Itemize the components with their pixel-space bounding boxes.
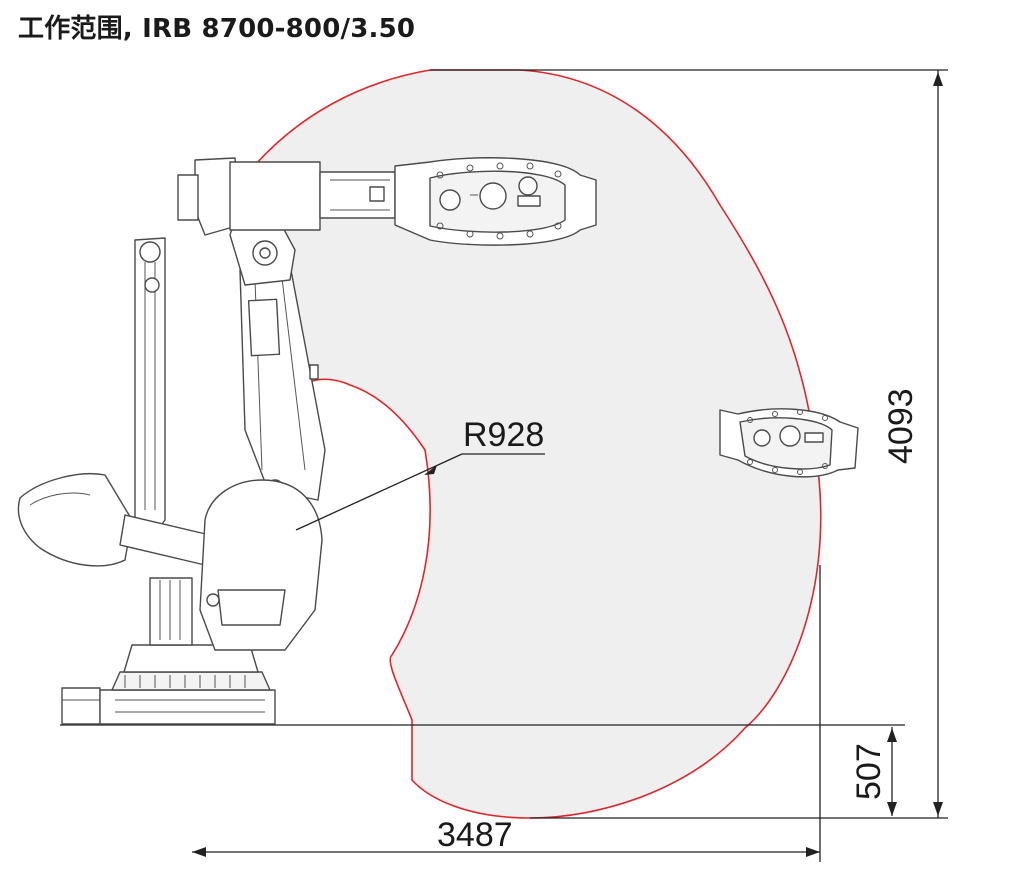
page-title: 工作范围, IRB 8700-800/3.50: [18, 14, 416, 44]
reach-dimension: [192, 565, 821, 862]
radius-label: R928: [463, 416, 544, 454]
height-label: 4093: [882, 388, 920, 464]
robot-illustration: [17, 157, 859, 725]
radius-dimension: [295, 453, 545, 531]
wrist-reach-bolts: [747, 409, 828, 475]
base-ring-teeth: [115, 675, 265, 713]
height-dimension: [430, 69, 948, 818]
below-base-label: 507: [850, 743, 888, 800]
reach-label: 3487: [437, 816, 513, 854]
below-base-dimension: [530, 727, 948, 819]
wrist-upper-bolts: [436, 162, 562, 240]
